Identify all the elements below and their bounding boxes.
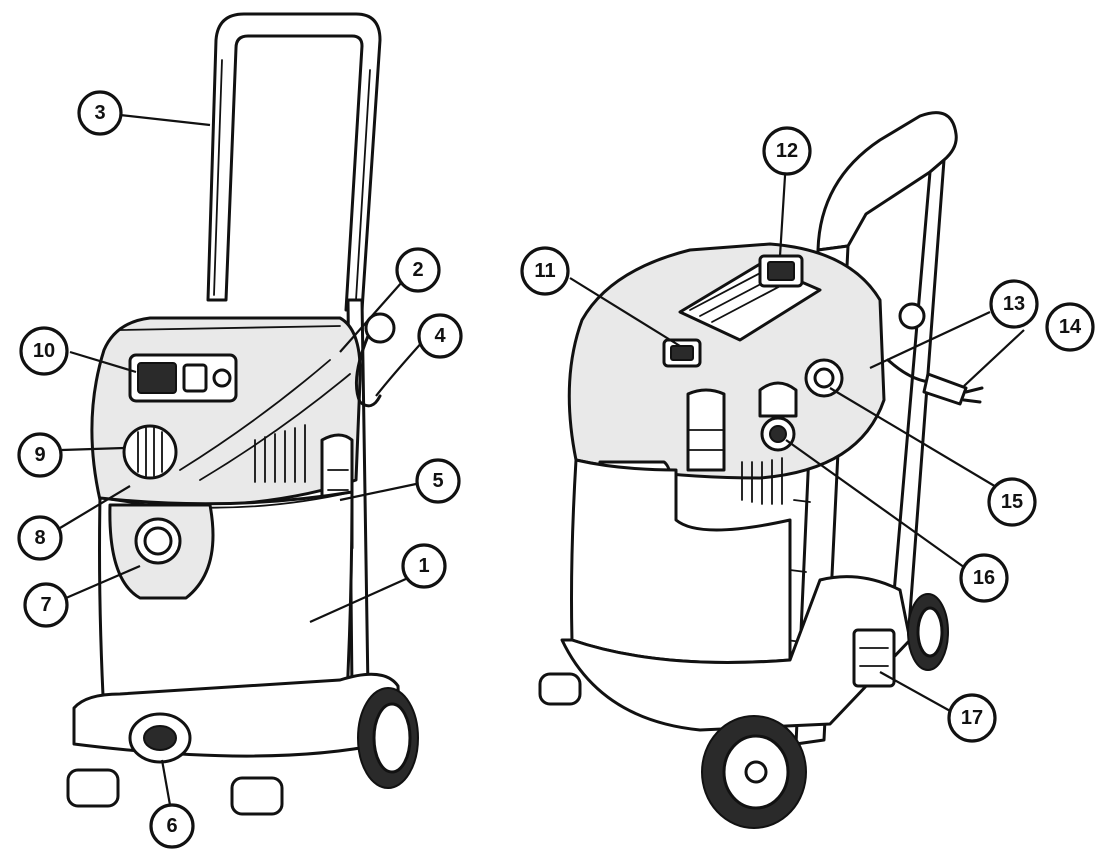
callout-1-label: 1	[418, 555, 429, 577]
callout-14-label: 14	[1059, 316, 1082, 338]
callout-2-label: 2	[412, 259, 423, 281]
callout-12: 12	[762, 126, 812, 176]
rear-container-tank	[570, 458, 792, 664]
callout-17-label: 17	[961, 707, 983, 729]
trolley-handle	[816, 111, 958, 252]
front-view-vacuum	[66, 12, 419, 816]
callout-16: 16	[959, 553, 1009, 603]
rear-view-vacuum	[538, 111, 984, 829]
rear-chassis	[560, 575, 912, 732]
callout-15-label: 15	[1001, 491, 1023, 513]
callout-17: 17	[947, 693, 997, 743]
callout-4: 4	[417, 313, 463, 359]
callout-7-label: 7	[40, 594, 51, 616]
motor-head	[90, 316, 362, 508]
callout-1: 1	[401, 543, 447, 589]
callout-13: 13	[989, 279, 1039, 329]
callout-9: 9	[17, 432, 63, 478]
callout-11: 11	[520, 246, 570, 296]
callout-10-label: 10	[33, 340, 55, 362]
callout-4-label: 4	[434, 325, 446, 347]
telescopic-handle	[206, 12, 382, 312]
callout-7: 7	[23, 582, 69, 628]
callout-16-label: 16	[973, 567, 995, 589]
vent-grille	[254, 424, 306, 483]
callout-12-label: 12	[776, 140, 798, 162]
callout-3-label: 3	[94, 102, 105, 124]
callout-5-label: 5	[432, 470, 443, 492]
callout-8-label: 8	[34, 527, 45, 549]
callout-10: 10	[19, 326, 69, 376]
callout-6: 6	[149, 803, 195, 849]
callout-8: 8	[17, 515, 63, 561]
callout-9-label: 9	[34, 444, 45, 466]
callout-3: 3	[77, 90, 123, 136]
leader-lines	[59, 113, 1025, 806]
rear-motor-head	[567, 242, 886, 480]
callout-2: 2	[395, 247, 441, 293]
callout-5: 5	[415, 458, 461, 504]
callout-6-label: 6	[166, 815, 177, 837]
callout-14: 14	[1045, 302, 1095, 352]
callout-13-label: 13	[1003, 293, 1025, 315]
callout-11-label: 11	[534, 260, 555, 282]
callout-15: 15	[987, 477, 1037, 527]
